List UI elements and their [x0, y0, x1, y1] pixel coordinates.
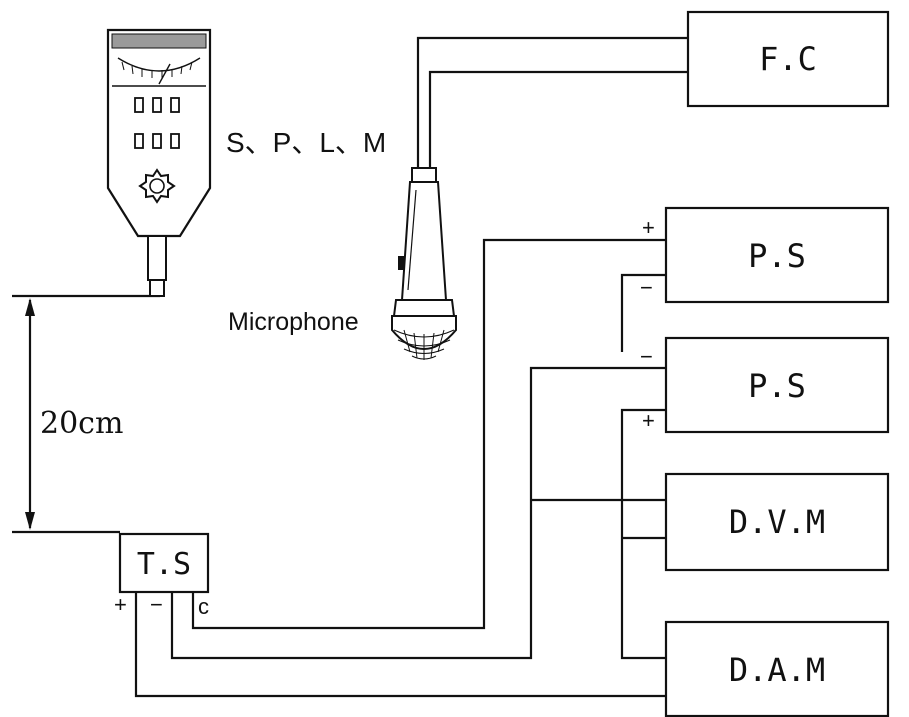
ts-c-sign: c [198, 594, 209, 619]
dimension-arrow-down [25, 512, 35, 530]
dimension-arrow-up [25, 298, 35, 316]
distance-label: 20cm [40, 406, 123, 441]
dvm-box: D.V.M [664, 472, 890, 572]
dam-box: D.A.M [664, 620, 890, 717]
splm-label: S、P、L、M [226, 127, 386, 158]
fc-box: F.C [686, 10, 890, 108]
ps-top-label: P.S [748, 237, 806, 275]
fc-label: F.C [759, 40, 817, 78]
wire-ts-minus-to-ps-minus [170, 366, 666, 660]
ps-bottom-minus-sign: − [640, 344, 653, 369]
wire-ps-plus-to-meters [620, 408, 666, 660]
wire-ts-c-to-ps-plus [191, 238, 666, 630]
ts-minus-sign: − [150, 592, 163, 617]
mic-cable-inner [428, 70, 688, 168]
ts-label: T.S [137, 547, 191, 582]
ps-bottom-label: P.S [748, 367, 806, 405]
sound-level-meter-icon [106, 28, 212, 297]
wire-ps-series-link [620, 273, 666, 352]
ts-box: T.S [118, 532, 210, 594]
ps-top-minus-sign: − [640, 275, 653, 300]
dvm-label: D.V.M [729, 503, 825, 541]
ps-top-box: P.S [664, 206, 890, 304]
wire-ts-plus-to-dam [134, 592, 666, 698]
ts-plus-sign: + [114, 592, 127, 617]
ps-top-plus-sign: + [642, 215, 655, 240]
wiring [12, 36, 688, 698]
mic-cable-outer [416, 36, 688, 168]
microphone-icon [391, 167, 457, 360]
dam-label: D.A.M [729, 651, 825, 689]
ps-bottom-box: P.S [664, 336, 890, 434]
ps-bottom-plus-sign: + [642, 408, 655, 433]
microphone-label: Microphone [228, 308, 359, 336]
